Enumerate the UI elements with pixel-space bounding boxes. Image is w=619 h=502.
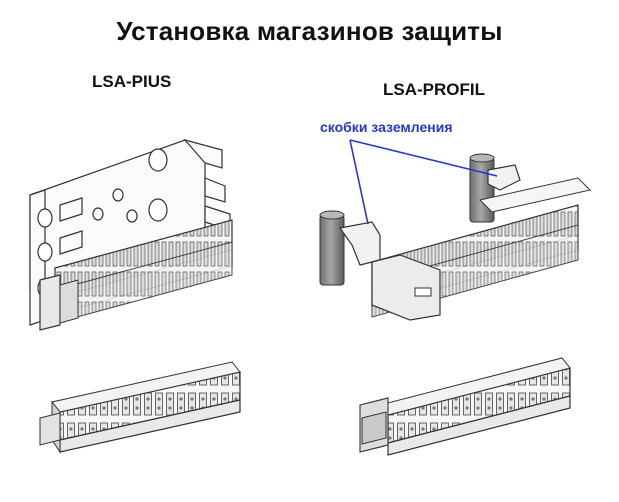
- grounding-brackets-label: скобки заземления: [320, 119, 453, 135]
- lsa-plus-label: LSA-PIUS: [92, 72, 172, 91]
- page-title: Установка магазинов защиты: [116, 16, 503, 46]
- lsa-profil-label: LSA-PROFIL: [383, 80, 485, 99]
- lsa-profil-frame: [319, 153, 591, 321]
- lsa-profil-protection-magazine: [359, 357, 571, 456]
- lsa-plus-protection-magazine: [39, 361, 241, 454]
- annotation-pointers: [349, 139, 498, 225]
- lsa-plus-module-strip: [39, 219, 233, 331]
